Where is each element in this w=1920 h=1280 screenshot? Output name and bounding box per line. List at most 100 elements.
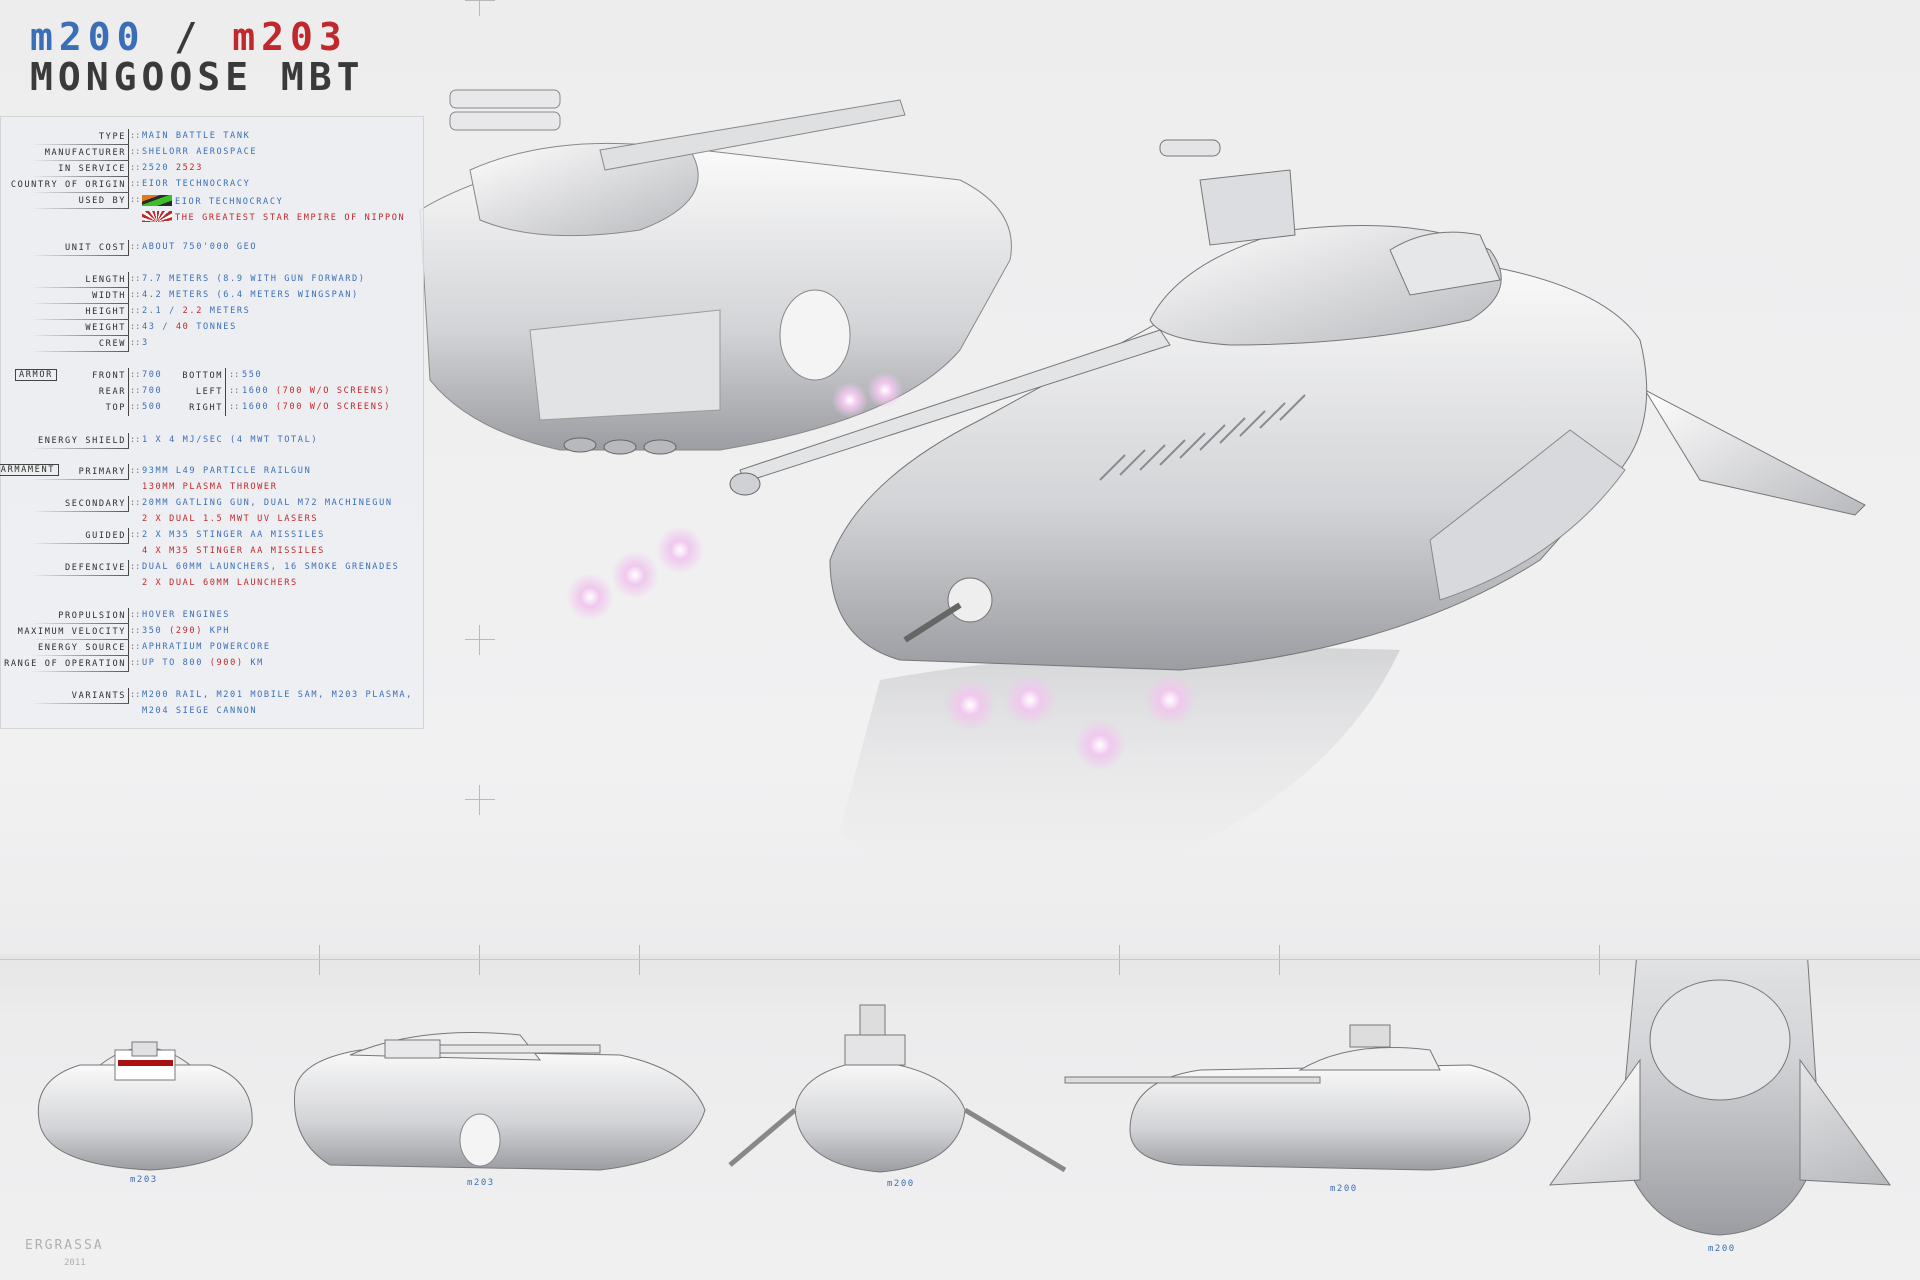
spec-value-part: (290) — [169, 626, 203, 636]
spec-value-part: 1 x 4 MJ/sec (4 MWt total) — [142, 435, 319, 445]
title-models: m200 / m203 — [30, 18, 348, 56]
crosshair-mark — [465, 625, 495, 655]
crosshair-mark — [465, 785, 495, 815]
spec-value-part: 550 — [242, 370, 263, 380]
separator: :: — [229, 386, 240, 396]
spec-value: 2520 2523 — [142, 163, 203, 173]
spec-row: Unit Cost::About 750'000 GEO — [1, 240, 425, 256]
separator: :: — [130, 290, 141, 300]
spec-label: Range of Operation — [4, 656, 129, 672]
orthographic-views — [37, 960, 1892, 1236]
spec-row: Height::2.1 / 2.2 meters — [1, 304, 425, 320]
separator: :: — [130, 435, 141, 445]
spec-value: Main Battle Tank — [142, 131, 250, 141]
spec-value-part: 130mm plasma thrower — [142, 482, 278, 492]
spec-row: Used By::Eior Technocracy — [1, 193, 425, 209]
label-underline — [31, 255, 129, 256]
spec-value: Eior Technocracy — [142, 179, 250, 189]
spec-value-part: 2.2 — [182, 306, 203, 316]
label-underline — [31, 303, 129, 304]
artist-year: 2011 — [64, 1258, 86, 1268]
spec-value-part: 4 x M35 Stinger AA missiles — [142, 546, 325, 556]
spec-value-part: Eior Technocracy — [142, 179, 251, 189]
spec-value-part: km — [243, 658, 264, 668]
armor-value: 550 — [242, 370, 262, 380]
spec-value: Shelorr Aerospace — [142, 147, 257, 157]
view-caption: m200 — [887, 1179, 915, 1189]
view-caption: m200 — [1708, 1244, 1736, 1254]
separator: :: — [130, 242, 141, 252]
armor-value: 1600 (700 w/o screens) — [242, 402, 391, 412]
spec-row: 130mm plasma thrower — [1, 480, 425, 496]
label-underline — [31, 144, 129, 145]
spec-row: Range of Operation::up to 800 (900) km — [1, 656, 425, 672]
title-slash: / — [174, 15, 204, 59]
spec-row: Energy Source::Aphratium powercore — [1, 640, 425, 656]
separator: :: — [130, 147, 141, 157]
armor-value: 500 — [142, 402, 163, 412]
view-top-m200 — [1548, 960, 1892, 1236]
spec-label: Maximum Velocity — [18, 624, 129, 640]
spec-value-part: 2 x M35 Stinger AA missiles — [142, 530, 325, 540]
spec-label: In Service — [58, 161, 129, 177]
spec-value: 2 x dual 60mm launchers — [142, 578, 298, 588]
spec-row: Country of Origin::Eior Technocracy — [1, 177, 425, 193]
view-front-m203 — [37, 1041, 253, 1171]
spec-panel: Type::Main Battle TankManufacturer::Shel… — [0, 116, 424, 729]
spec-value-part: 3 — [142, 338, 149, 348]
spec-label: Height — [85, 304, 129, 320]
label-underline — [31, 511, 129, 512]
spec-label: Defencive — [65, 560, 129, 576]
separator: :: — [130, 370, 141, 380]
separator: :: — [130, 626, 141, 636]
separator: :: — [130, 498, 141, 508]
spec-value: 7.7 meters (8.9 with gun forward) — [142, 274, 366, 284]
label-underline — [31, 623, 129, 624]
nippon-flag-icon — [142, 211, 172, 222]
spec-value-part: 350 — [142, 626, 170, 636]
separator: :: — [130, 274, 141, 284]
spec-row: 2 x dual 60mm launchers — [1, 576, 425, 592]
spec-label: Manufacturer — [45, 145, 129, 161]
spec-value-part: kph — [202, 626, 231, 636]
tank-m203-perspective — [419, 89, 1012, 621]
spec-value-part: The Greatest Star Empire of Nippon — [175, 213, 406, 223]
label-underline — [31, 575, 129, 576]
spec-label: Primary — [79, 464, 129, 480]
title-model-m200: m200 — [30, 15, 146, 59]
separator: :: — [130, 179, 141, 189]
spec-value: 20mm gatling gun, dual M72 machinegun — [142, 498, 393, 508]
separator: :: — [130, 402, 141, 412]
separator: :: — [130, 562, 141, 572]
spec-value: dual 60mm launchers, 16 smoke grenades — [142, 562, 399, 572]
separator: :: — [130, 658, 141, 668]
eior-flag-icon — [142, 195, 172, 206]
spec-value-part: Main Battle Tank — [142, 131, 251, 141]
spec-value: 4.2 meters (6.4 meters wingspan) — [142, 290, 359, 300]
label-underline — [31, 479, 129, 480]
spec-label: Unit Cost — [65, 240, 129, 256]
label-underline — [31, 703, 129, 704]
view-front-m200 — [728, 1004, 1067, 1173]
spec-value-part: 1600 — [242, 402, 276, 412]
spec-value-part: 40 — [175, 322, 190, 332]
spec-label: Propulsion — [58, 608, 129, 624]
spec-value-part: 2 x dual 60mm launchers — [142, 578, 298, 588]
separator: :: — [229, 370, 240, 380]
spec-value-part: (900) — [209, 658, 244, 668]
label-underline — [31, 176, 129, 177]
spec-value-part: (700 w/o screens) — [275, 402, 392, 412]
spec-value-part: (700 w/o screens) — [275, 386, 392, 396]
spec-row: In Service::2520 2523 — [1, 161, 425, 177]
spec-label: Length — [85, 272, 129, 288]
spec-value-part: 2523 — [175, 163, 203, 173]
armor-side-label: Bottom — [182, 368, 226, 384]
spec-value: 1 x 4 MJ/sec (4 MWt total) — [142, 435, 318, 445]
armor-value: 700 — [142, 386, 163, 396]
spec-value-part: 93mm L49 particle railgun — [142, 466, 312, 476]
separator: :: — [130, 610, 141, 620]
spec-value: 43 / 40 tonnes — [142, 322, 237, 332]
spec-value: Eior Technocracy — [142, 195, 283, 207]
spec-row: 2 x dual 1.5 MWt UV lasers — [1, 512, 425, 528]
spec-value-part: 1600 — [242, 386, 276, 396]
